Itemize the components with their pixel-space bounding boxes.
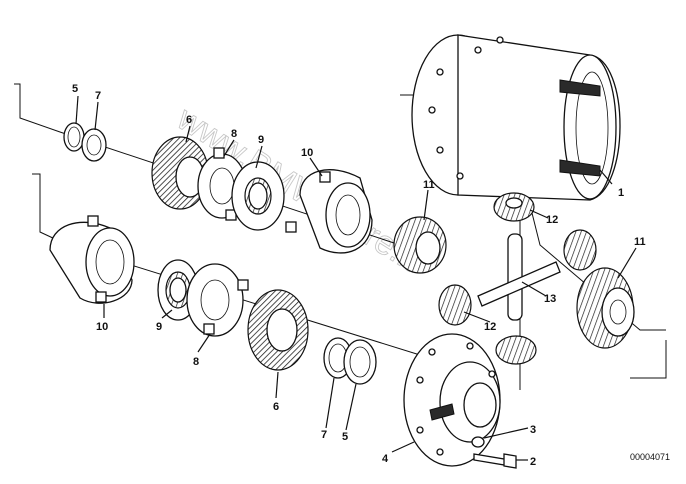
- callout-1: 1: [618, 187, 624, 199]
- circlip-5-lower: [343, 339, 377, 385]
- friction-disc-6-lower: [247, 289, 309, 371]
- callout-11-left: 11: [423, 179, 435, 191]
- callout-8-upper: 8: [231, 128, 237, 140]
- callout-8-lower: 8: [193, 356, 199, 368]
- pressure-ring-10-lower: [49, 215, 135, 304]
- callout-4: 4: [382, 453, 389, 465]
- callout-9-lower: 9: [156, 321, 162, 333]
- callout-9-upper: 9: [258, 134, 264, 146]
- pressure-ring-10-upper: [285, 169, 373, 254]
- callout-13: 13: [544, 293, 556, 305]
- callout-5-lower: 5: [342, 431, 348, 443]
- differential-housing-1: [411, 34, 621, 201]
- pinion-gear-12-upper: [493, 192, 535, 222]
- pinion-gear-12-lower: [495, 335, 537, 365]
- callout-12-upper: 12: [546, 214, 558, 226]
- cross-shaft-13: [477, 233, 561, 321]
- callout-3: 3: [530, 424, 536, 436]
- side-gear-11-left: [393, 216, 447, 274]
- callout-labels: 1 2 3 4 5 7 6 8 9 10 11 12 11 13 12 10 9…: [72, 83, 646, 468]
- pinion-gear-12-left: [438, 284, 472, 326]
- thrust-washer-7-upper: [81, 128, 107, 162]
- clutch-plate-8-lower: [186, 263, 249, 337]
- callout-6-upper: 6: [186, 114, 192, 126]
- reference-number: 00004071: [630, 452, 670, 462]
- callout-7-lower: 7: [321, 429, 327, 441]
- differential-cover-4: [403, 333, 501, 467]
- leader-lines: [75, 95, 637, 461]
- side-gear-11-right: [576, 267, 635, 349]
- callout-7-upper: 7: [95, 90, 101, 102]
- friction-disc-6-upper: [151, 136, 209, 210]
- washer-3: [471, 436, 485, 448]
- callout-12-lower: 12: [484, 321, 496, 333]
- circlip-5-upper: [63, 122, 85, 152]
- callout-10-upper: 10: [301, 147, 313, 159]
- callout-11-right: 11: [634, 236, 646, 248]
- callout-2: 2: [530, 456, 536, 468]
- clutch-disc-9-upper: [231, 161, 285, 231]
- callout-5-upper: 5: [72, 83, 78, 95]
- callout-6-lower: 6: [273, 401, 279, 413]
- bolt-2: [473, 453, 517, 469]
- callout-10-lower: 10: [96, 321, 108, 333]
- pinion-gear-12-right: [563, 229, 597, 271]
